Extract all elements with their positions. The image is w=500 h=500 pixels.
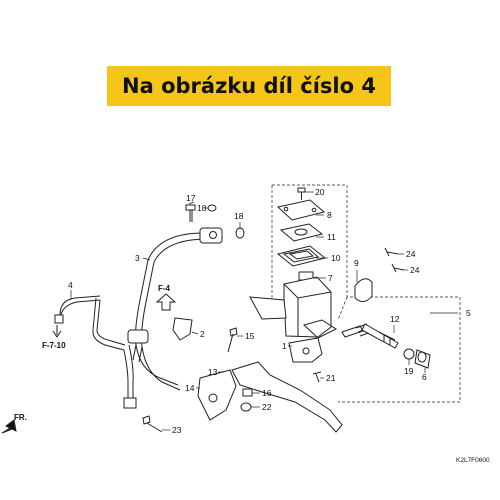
label-24-top: 24	[406, 249, 416, 259]
part-4-brake-pipe	[54, 295, 137, 409]
label-1: 1	[282, 341, 287, 351]
brake-lever	[231, 361, 343, 433]
label-21: 21	[326, 373, 336, 383]
part-15-bolt	[227, 327, 238, 353]
part-18-washer	[207, 204, 217, 212]
label-9: 9	[354, 258, 359, 268]
part-24-screw	[384, 247, 399, 257]
title-text: Na obrázku díl číslo 4	[122, 74, 376, 98]
part-13-lever-holder	[197, 369, 237, 421]
label-5: 5	[466, 308, 471, 318]
label-17: 17	[186, 193, 196, 203]
label-6: 6	[422, 372, 427, 382]
part-9-dust-boot	[354, 278, 373, 302]
part-22-nut	[240, 402, 252, 412]
part-3-brake-hose	[127, 227, 223, 391]
label-22: 22	[262, 402, 272, 412]
assembly-boundary	[271, 184, 461, 403]
part-20-screw	[297, 187, 306, 200]
label-18-right: 18	[234, 211, 244, 221]
label-20: 20	[315, 187, 325, 197]
label-10: 10	[331, 253, 341, 263]
part-1-bracket	[288, 337, 323, 363]
leader-lines	[70, 191, 458, 431]
front-arrow-icon	[1, 419, 17, 434]
label-11: 11	[327, 232, 336, 242]
part-19-ring	[403, 348, 415, 360]
master-cylinder-body	[249, 276, 338, 339]
ref-f710: F-7-10	[42, 341, 66, 350]
label-7: 7	[328, 273, 333, 283]
hose-clamp	[172, 317, 193, 341]
f710-arrow-icon	[52, 325, 62, 338]
part-10-diaphragm	[276, 245, 327, 267]
label-3: 3	[135, 253, 140, 263]
part-21-bolt	[312, 371, 322, 383]
part-12-piston-set	[341, 323, 399, 349]
ref-f4: F-4	[158, 284, 171, 293]
label-19: 19	[404, 366, 414, 376]
f4-arrow-icon	[155, 293, 177, 311]
part-8-reservoir-cap	[276, 199, 326, 221]
part-6-boot	[414, 349, 431, 369]
part-24-screw	[391, 263, 405, 273]
label-8: 8	[327, 210, 332, 220]
label-16: 16	[262, 388, 272, 398]
ref-fr: FR.	[14, 413, 27, 422]
part-18-washer	[235, 227, 245, 239]
label-13: 13	[208, 367, 218, 377]
part-number-labels: 20 8 11 10 7 9 12 5 19 6 17 18 18 3 4 2 …	[14, 187, 490, 464]
part-11-plate	[279, 223, 324, 242]
label-12: 12	[390, 314, 400, 324]
part-16-pivot	[242, 388, 253, 397]
label-15: 15	[245, 331, 255, 341]
label-14: 14	[185, 383, 195, 393]
part-17-bolt	[185, 204, 196, 222]
part-23-bolt	[142, 415, 163, 433]
label-2: 2	[200, 329, 205, 339]
label-4: 4	[68, 280, 73, 290]
label-24-bottom: 24	[410, 265, 420, 275]
label-18-top: 18	[197, 203, 207, 213]
title-banner: Na obrázku díl číslo 4	[107, 66, 391, 106]
diagram-code: K2L7F0600	[456, 457, 490, 464]
label-23: 23	[172, 425, 182, 435]
